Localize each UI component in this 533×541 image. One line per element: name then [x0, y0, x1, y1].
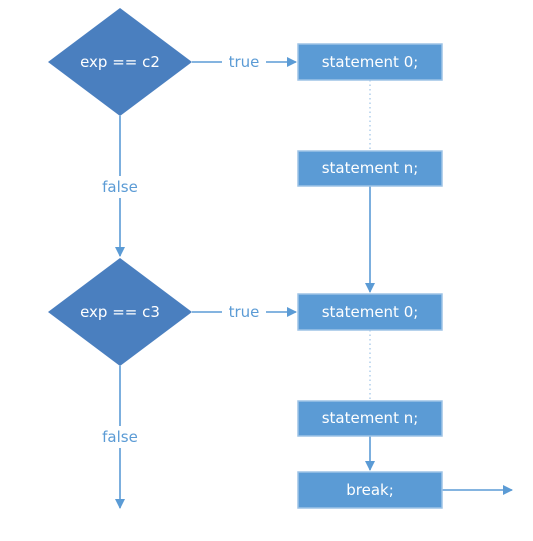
statement-box-c3-first: statement 0; — [297, 293, 443, 331]
edge-label-c3-false: false — [102, 428, 138, 446]
edge-label-c3-true: true — [229, 303, 260, 321]
statement-box-break: break; — [297, 471, 443, 509]
statement-box-c3-last: statement n; — [297, 400, 443, 437]
statement-label: break; — [346, 481, 394, 499]
decision-label: exp == c3 — [80, 303, 160, 321]
decision-case-c3: exp == c3 — [48, 258, 192, 366]
decision-diamond — [48, 258, 192, 366]
decision-diamond — [48, 8, 192, 116]
edge-label-c2-true: true — [229, 53, 260, 71]
statement-label: statement 0; — [322, 53, 419, 71]
statement-label: statement n; — [322, 409, 419, 427]
decision-case-c2: exp == c2 — [48, 8, 192, 116]
statement-box-c2-first: statement 0; — [297, 43, 443, 81]
statement-box-c2-last: statement n; — [297, 150, 443, 187]
statement-label: statement n; — [322, 159, 419, 177]
decision-label: exp == c2 — [80, 53, 160, 71]
edge-label-c2-false: false — [102, 178, 138, 196]
statement-label: statement 0; — [322, 303, 419, 321]
